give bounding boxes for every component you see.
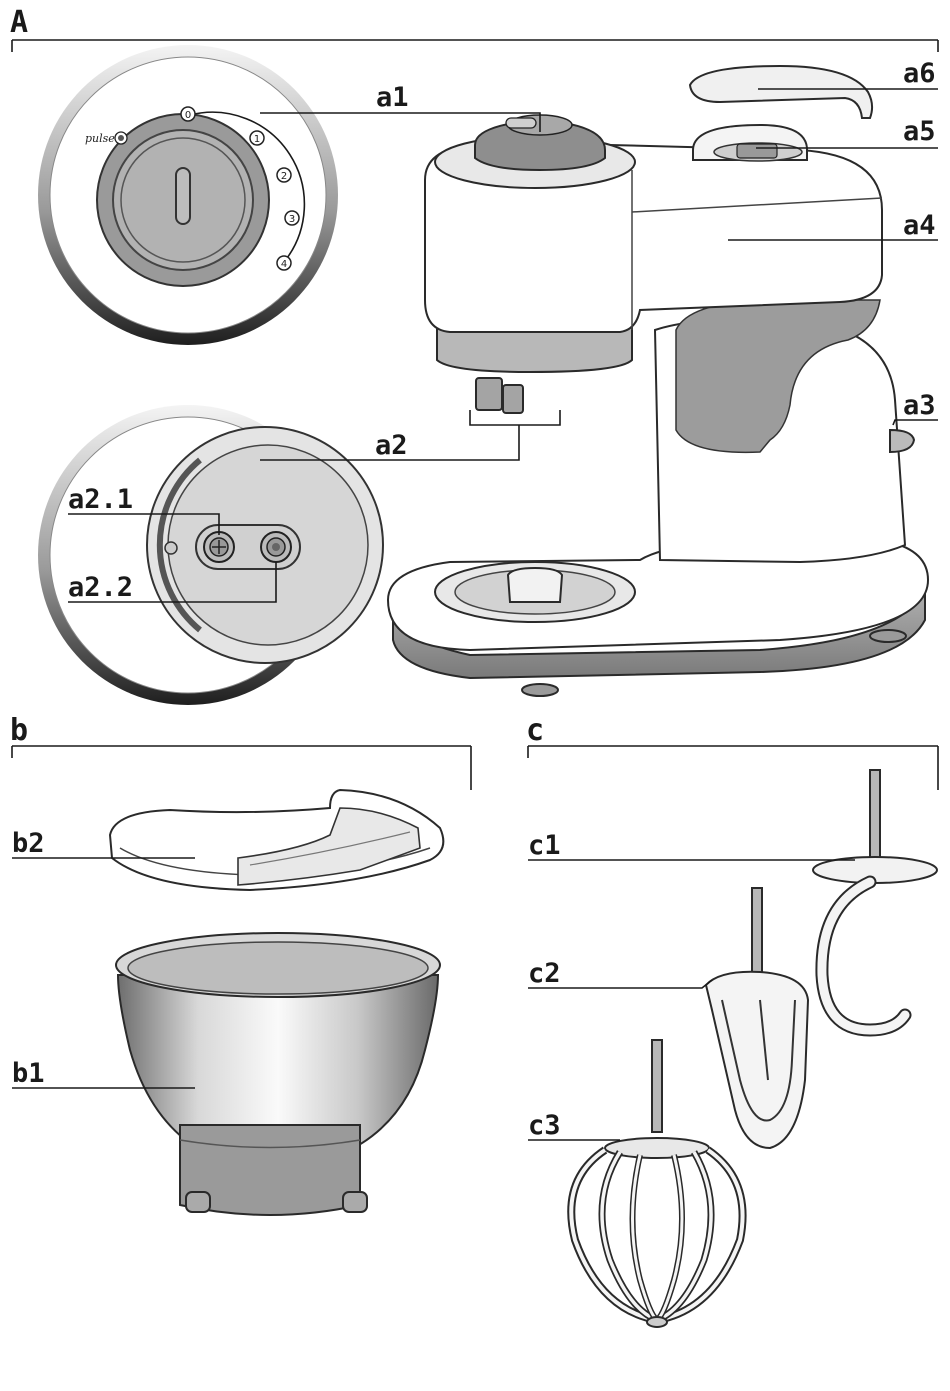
release-lever bbox=[890, 430, 914, 452]
section-label-b: b bbox=[10, 713, 28, 748]
callout-c3: c3 bbox=[528, 1110, 561, 1141]
bowl-handle-icon bbox=[186, 1192, 210, 1212]
callout-b2: b2 bbox=[12, 828, 45, 859]
dough-hook-illustration bbox=[813, 770, 937, 1030]
knob-indicator-icon bbox=[176, 168, 190, 224]
callout-a3: a3 bbox=[903, 390, 936, 421]
screw-icon bbox=[165, 542, 177, 554]
section-bracket-b bbox=[12, 746, 471, 790]
slow-drive-socket-icon bbox=[204, 532, 234, 562]
flat-beater-illustration bbox=[706, 888, 808, 1148]
bowl-handle-icon bbox=[343, 1192, 367, 1212]
pulse-icon bbox=[115, 132, 127, 144]
callout-a1: a1 bbox=[376, 82, 409, 113]
speed-position-2: 2 bbox=[281, 171, 287, 182]
callout-b1: b1 bbox=[12, 1058, 45, 1089]
speed-position-3: 3 bbox=[289, 214, 295, 225]
speed-dial-detail: 0 1 2 3 4 pulse bbox=[38, 45, 338, 345]
section-label-a: A bbox=[10, 5, 28, 40]
bowl-coupling bbox=[508, 568, 562, 602]
callout-a6: a6 bbox=[903, 58, 936, 89]
outlet-cover bbox=[690, 66, 872, 118]
foot bbox=[870, 630, 906, 642]
callout-c2: c2 bbox=[528, 958, 561, 989]
drive-socket-detail bbox=[38, 405, 383, 705]
callout-a2: a2 bbox=[375, 430, 408, 461]
fast-drive-socket-icon bbox=[261, 532, 291, 562]
callout-a2-1: a2.1 bbox=[68, 484, 133, 515]
section-label-c: c bbox=[526, 713, 544, 748]
speed-position-4: 4 bbox=[281, 259, 287, 270]
callout-a2-2: a2.2 bbox=[68, 572, 133, 603]
callout-c1: c1 bbox=[528, 830, 561, 861]
stand-mixer-illustration bbox=[388, 66, 928, 696]
callout-a5: a5 bbox=[903, 116, 936, 147]
foot bbox=[522, 684, 558, 696]
pulse-label: pulse bbox=[85, 132, 115, 145]
whisk-illustration bbox=[571, 1040, 742, 1327]
speed-position-1: 1 bbox=[254, 134, 260, 145]
speed-position-0: 0 bbox=[185, 110, 191, 121]
callout-a4: a4 bbox=[903, 210, 936, 241]
splash-guard-illustration bbox=[110, 790, 443, 890]
